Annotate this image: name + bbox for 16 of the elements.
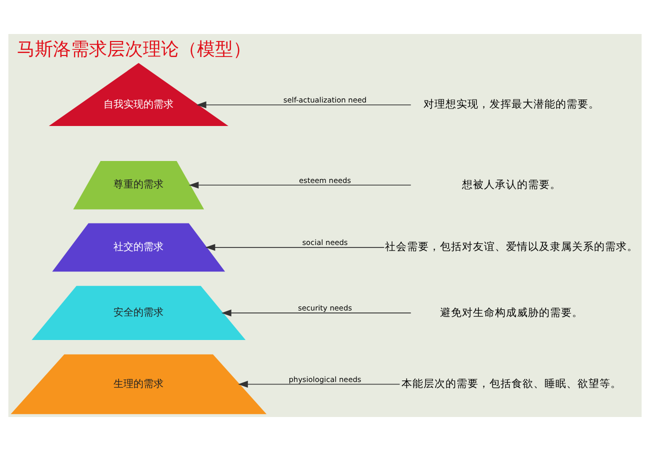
node-text: 社会需要，包括对友谊、爱情以及隶属关系的需求。 — [384, 240, 638, 253]
diagram-title: 马斯洛需求层次理论（模型） — [17, 38, 252, 60]
edge-label: social needs — [302, 238, 348, 247]
node-text: 本能层次的需要，包括食欲、睡眠、欲望等。 — [401, 376, 622, 390]
node-text: 对理想实现，发挥最大潜能的需要。 — [423, 97, 600, 110]
edge-label: physiological needs — [288, 374, 362, 384]
edge-label: self-actualization need — [283, 95, 367, 104]
node-text: 想被人承认的需要。 — [462, 177, 561, 190]
arrow — [238, 380, 400, 388]
arrow — [205, 243, 385, 250]
node-text: 避免对生命构成威胁的需要。 — [440, 305, 583, 318]
edge-label: security needs — [298, 303, 352, 312]
arrow — [188, 181, 412, 188]
edge-label: esteem needs — [298, 175, 352, 184]
arrow — [221, 309, 412, 316]
arrow — [196, 100, 412, 108]
